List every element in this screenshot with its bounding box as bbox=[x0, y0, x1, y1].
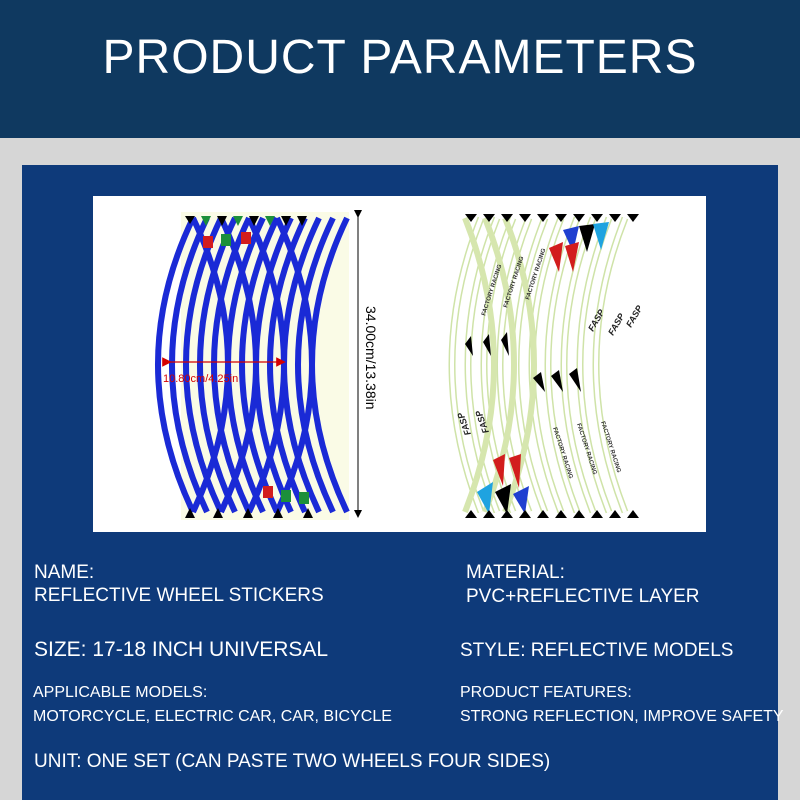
page-title: PRODUCT PARAMETERS bbox=[102, 31, 698, 84]
material-value: PVC+REFLECTIVE LAYER bbox=[466, 586, 700, 607]
top-accent-triangles bbox=[185, 216, 307, 248]
product-features-label: PRODUCT FEATURES: bbox=[460, 684, 632, 701]
height-dimension-label: 34.00cm/13.38in bbox=[363, 306, 379, 410]
product-image: 10.80cm/4.25in 34.00cm/13.38in bbox=[93, 196, 706, 532]
white-sticker-set: FACTORY RACING FACTORY RACING FACTORY RA… bbox=[448, 214, 645, 518]
width-dimension-label: 10.80cm/4.25in bbox=[163, 373, 238, 385]
stripe-text-fasp: FASP bbox=[586, 307, 607, 333]
size-spec: SIZE: 17-18 INCH UNIVERSAL bbox=[34, 638, 329, 661]
style-spec: STYLE: REFLECTIVE MODELS bbox=[460, 640, 734, 661]
bottom-accent-triangles bbox=[185, 486, 313, 518]
wheel-sticker-illustration: 10.80cm/4.25in 34.00cm/13.38in bbox=[155, 210, 645, 520]
right-middle-marks bbox=[465, 332, 581, 392]
right-bottom-triangles bbox=[465, 454, 639, 518]
unit-spec: UNIT: ONE SET (CAN PASTE TWO WHEELS FOUR… bbox=[34, 751, 551, 772]
name-label: NAME: bbox=[34, 562, 95, 583]
stripe-text-fasp: FASP bbox=[624, 303, 645, 329]
right-top-triangles bbox=[465, 214, 639, 272]
header-banner: PRODUCT PARAMETERS bbox=[0, 0, 800, 138]
material-label: MATERIAL: bbox=[466, 562, 565, 583]
applicable-models-value: MOTORCYCLE, ELECTRIC CAR, CAR, BICYCLE bbox=[33, 708, 392, 725]
blue-sticker-set: 10.80cm/4.25in bbox=[155, 212, 350, 520]
applicable-models-label: APPLICABLE MODELS: bbox=[33, 684, 208, 701]
product-features-value: STRONG REFLECTION, IMPROVE SAFETY bbox=[460, 708, 784, 725]
name-value: REFLECTIVE WHEEL STICKERS bbox=[34, 585, 324, 606]
